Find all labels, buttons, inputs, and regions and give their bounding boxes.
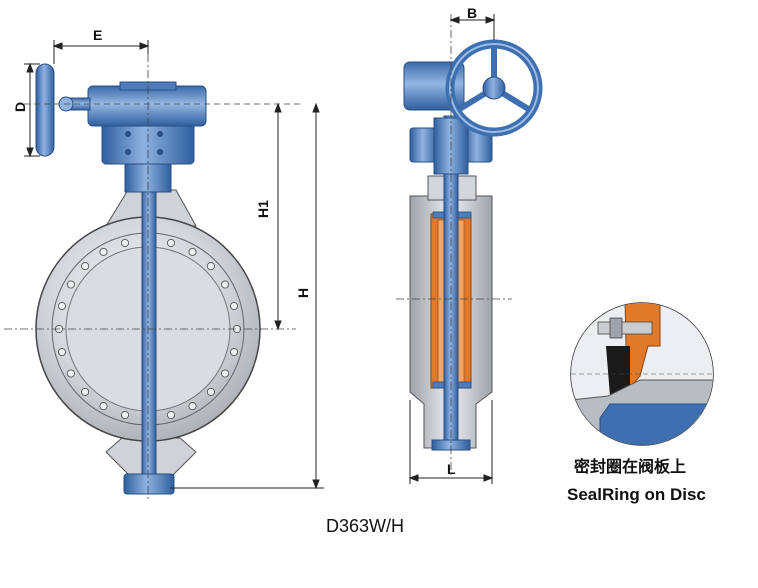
- detail-caption-chinese: 密封圈在阀板上: [573, 457, 686, 476]
- bolt-hole: [166, 238, 176, 248]
- bolt-hole: [66, 280, 75, 289]
- bolt-hole: [188, 247, 197, 256]
- bolt-hole: [221, 280, 230, 289]
- bolt-hole: [66, 369, 75, 378]
- dimension-label-e: E: [93, 27, 102, 43]
- dimension-lines-side: [408, 14, 496, 484]
- dimension-label-b: B: [467, 5, 477, 21]
- bolt-hole: [221, 369, 230, 378]
- gearbox-housing: [87, 85, 207, 127]
- side-view: [396, 14, 543, 476]
- bolt-hole: [81, 387, 90, 396]
- bolt-hole: [81, 262, 90, 271]
- bolt-hole: [188, 402, 197, 411]
- bolt-hole: [206, 262, 215, 271]
- bolt-hole: [206, 387, 215, 396]
- handwheel-edge: [35, 63, 55, 157]
- front-view: [4, 54, 300, 500]
- bolt-circle: [54, 235, 242, 423]
- bolt-hole: [120, 410, 130, 420]
- bolt-hole: [99, 402, 108, 411]
- bolt-hole: [229, 347, 239, 357]
- stem: [141, 171, 157, 483]
- dimension-lines-front: [24, 40, 324, 490]
- dimension-label-h: H: [295, 288, 311, 298]
- dimension-label-l: L: [447, 461, 456, 477]
- detail-caption-english: SealRing on Disc: [567, 485, 706, 504]
- handwheel-hub: [482, 76, 506, 100]
- bolt-hole: [57, 347, 67, 357]
- model-number: D363W/H: [326, 516, 404, 536]
- seal-detail: [570, 302, 714, 446]
- bottom-cap: [123, 473, 175, 495]
- dimension-label-h1: H1: [255, 200, 271, 218]
- detail-seal-black: [606, 346, 630, 396]
- bolt-hole: [57, 301, 67, 311]
- bolt-hole: [229, 301, 239, 311]
- bolt-hole: [166, 410, 176, 420]
- bolt-hole: [120, 238, 130, 248]
- detail-disc: [599, 403, 713, 445]
- bolt-hole: [99, 247, 108, 256]
- dimension-label-d: D: [12, 102, 28, 112]
